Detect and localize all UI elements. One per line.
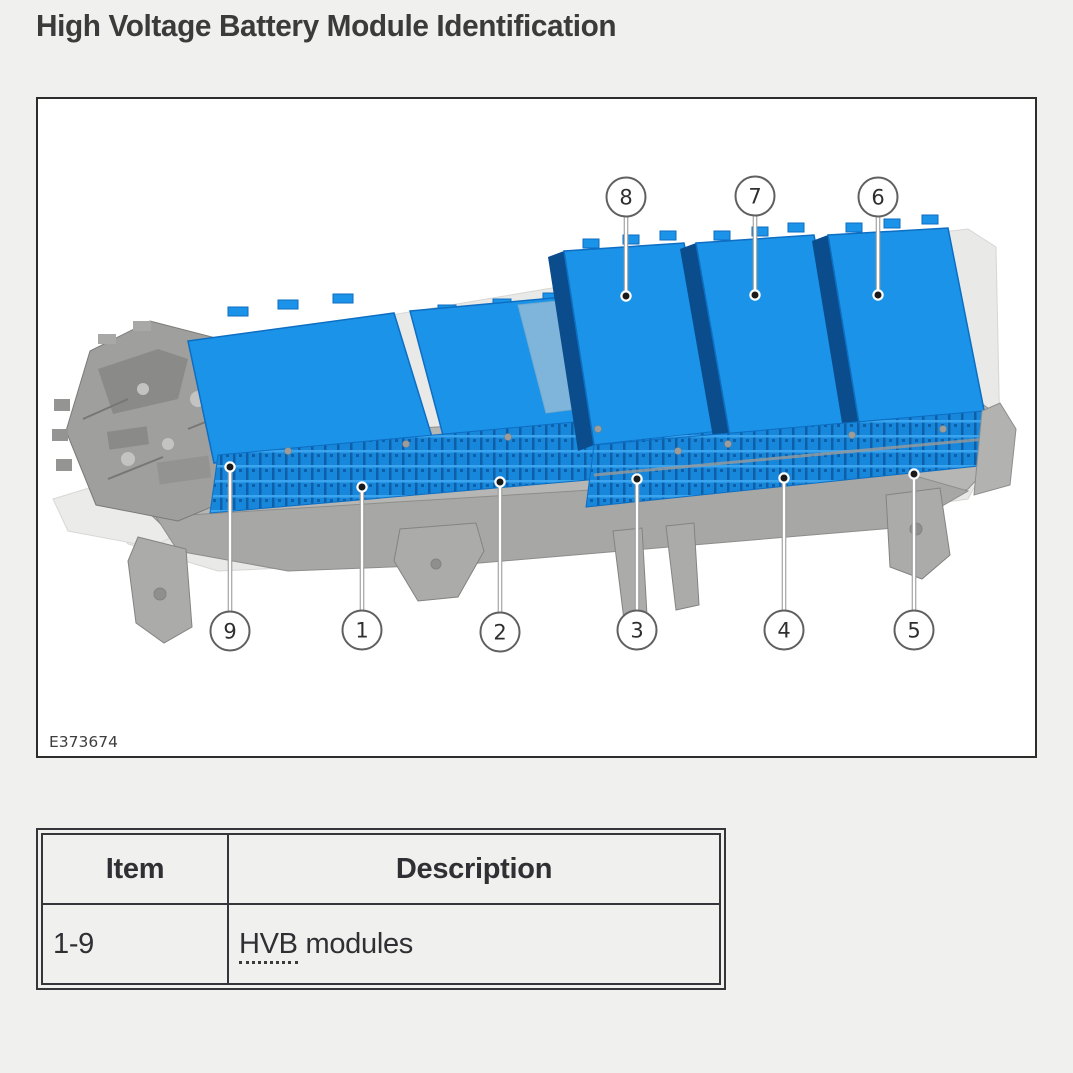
callout-9: 9 bbox=[209, 610, 251, 652]
callout-6: 6 bbox=[857, 176, 899, 218]
callout-5: 5 bbox=[893, 609, 935, 651]
hvb-abbreviation[interactable]: HVB bbox=[239, 927, 298, 964]
callout-4: 4 bbox=[763, 609, 805, 651]
svg-text:2: 2 bbox=[493, 621, 506, 645]
table-header-row: Item Description bbox=[41, 833, 721, 905]
fastener-posts bbox=[284, 425, 947, 455]
identification-table: Item Description 1-9 HVB modules bbox=[36, 828, 726, 990]
tray-end-cap bbox=[973, 402, 1017, 496]
battery-diagram-figure: 8 7 6 9 1 2 3 4 5 E373674 bbox=[36, 97, 1037, 758]
svg-text:3: 3 bbox=[630, 619, 643, 643]
callouts: 8 7 6 9 1 2 3 4 5 bbox=[209, 175, 935, 653]
callout-1: 1 bbox=[341, 609, 383, 651]
svg-text:4: 4 bbox=[777, 619, 790, 643]
item-column-header: Item bbox=[41, 833, 229, 905]
item-cell: 1-9 bbox=[41, 903, 229, 985]
leader-dots bbox=[224, 289, 920, 493]
description-cell: HVB modules bbox=[227, 903, 721, 985]
callout-7: 7 bbox=[734, 175, 776, 217]
description-text: modules bbox=[297, 927, 414, 960]
svg-text:8: 8 bbox=[619, 186, 632, 210]
battery-pack-diagram: 8 7 6 9 1 2 3 4 5 E373674 bbox=[49, 175, 1017, 751]
svg-text:9: 9 bbox=[223, 620, 236, 644]
svg-text:7: 7 bbox=[748, 185, 761, 209]
svg-text:1: 1 bbox=[355, 619, 368, 643]
leader-lines bbox=[224, 215, 920, 612]
callout-2: 2 bbox=[479, 611, 521, 653]
svg-text:6: 6 bbox=[871, 186, 884, 210]
svg-text:5: 5 bbox=[907, 619, 920, 643]
description-column-header: Description bbox=[227, 833, 721, 905]
callout-3: 3 bbox=[616, 609, 658, 651]
table-row: 1-9 HVB modules bbox=[41, 903, 721, 985]
figure-code: E373674 bbox=[49, 733, 118, 751]
tray-mounting-legs bbox=[127, 487, 951, 644]
page-title: High Voltage Battery Module Identificati… bbox=[36, 8, 617, 43]
callout-8: 8 bbox=[605, 176, 647, 218]
